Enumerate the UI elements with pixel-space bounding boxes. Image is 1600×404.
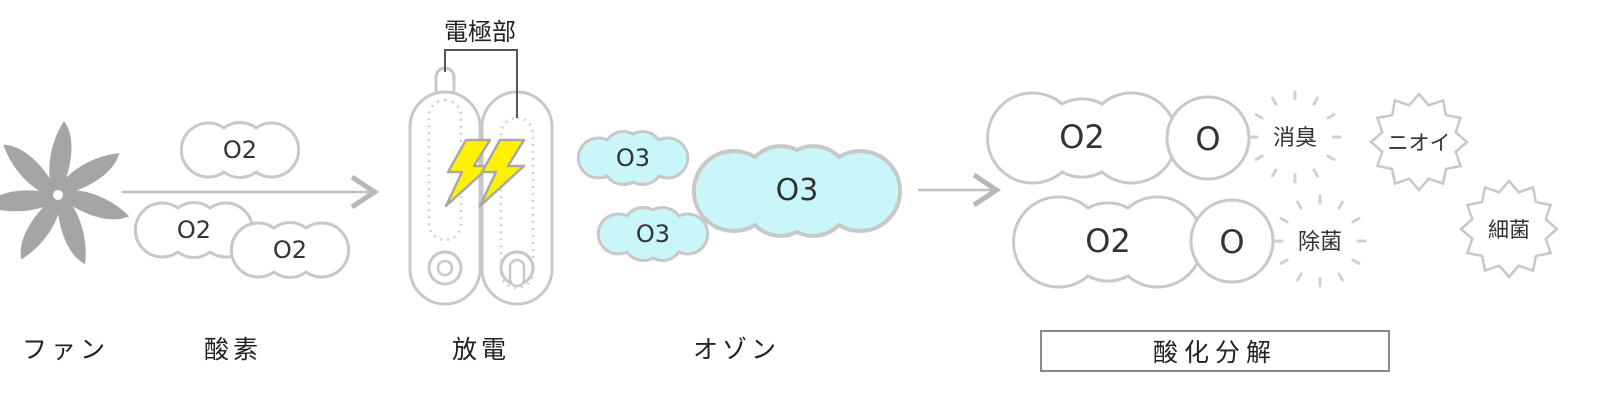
label-oxygen: 酸素 xyxy=(204,335,263,364)
target-bacteria: 細菌 xyxy=(1488,218,1530,242)
starburst-icon xyxy=(1248,90,1342,184)
label-ozone: オゾン xyxy=(693,335,781,364)
label-oxidative-decomposition: 酸化分解 xyxy=(1040,330,1390,372)
label-discharge: 放電 xyxy=(452,335,511,364)
o2-molecule xyxy=(229,221,351,279)
electrode-label: 電極部 xyxy=(444,18,516,46)
starburst-icon xyxy=(1273,194,1367,288)
o2-label: O2 xyxy=(273,236,307,264)
starburst-icon xyxy=(1369,92,1469,192)
lightning-icon xyxy=(478,138,526,208)
o2-label: O2 xyxy=(1085,222,1131,260)
o2-label: O2 xyxy=(223,136,257,164)
target-odor: ニオイ xyxy=(1388,131,1451,155)
starburst-icon xyxy=(1459,179,1559,279)
effect-deodorize: 消臭 xyxy=(1273,126,1317,151)
effect-sterilize: 除菌 xyxy=(1298,230,1342,255)
o-label: O xyxy=(1195,120,1220,158)
o3-molecule-large xyxy=(692,144,902,238)
o3-label: O3 xyxy=(636,220,670,248)
electrode-pointer xyxy=(444,49,518,118)
lightning-icon xyxy=(444,138,492,208)
fan-icon xyxy=(0,121,130,265)
electrode-icon xyxy=(408,66,554,306)
o3-molecule xyxy=(596,206,710,262)
o3-label: O3 xyxy=(616,144,650,172)
o2-molecule xyxy=(179,121,301,179)
oxygen-atom xyxy=(1189,198,1275,284)
o2-label: O2 xyxy=(1059,118,1105,156)
o2-molecule xyxy=(133,201,255,259)
label-fan: ファン xyxy=(22,335,110,364)
o2-label: O2 xyxy=(177,216,211,244)
o3-label: O3 xyxy=(776,173,819,208)
o-label: O xyxy=(1219,223,1244,261)
o2-molecule xyxy=(986,91,1178,185)
o2-molecule xyxy=(1012,195,1204,289)
o3-molecule xyxy=(576,130,690,186)
